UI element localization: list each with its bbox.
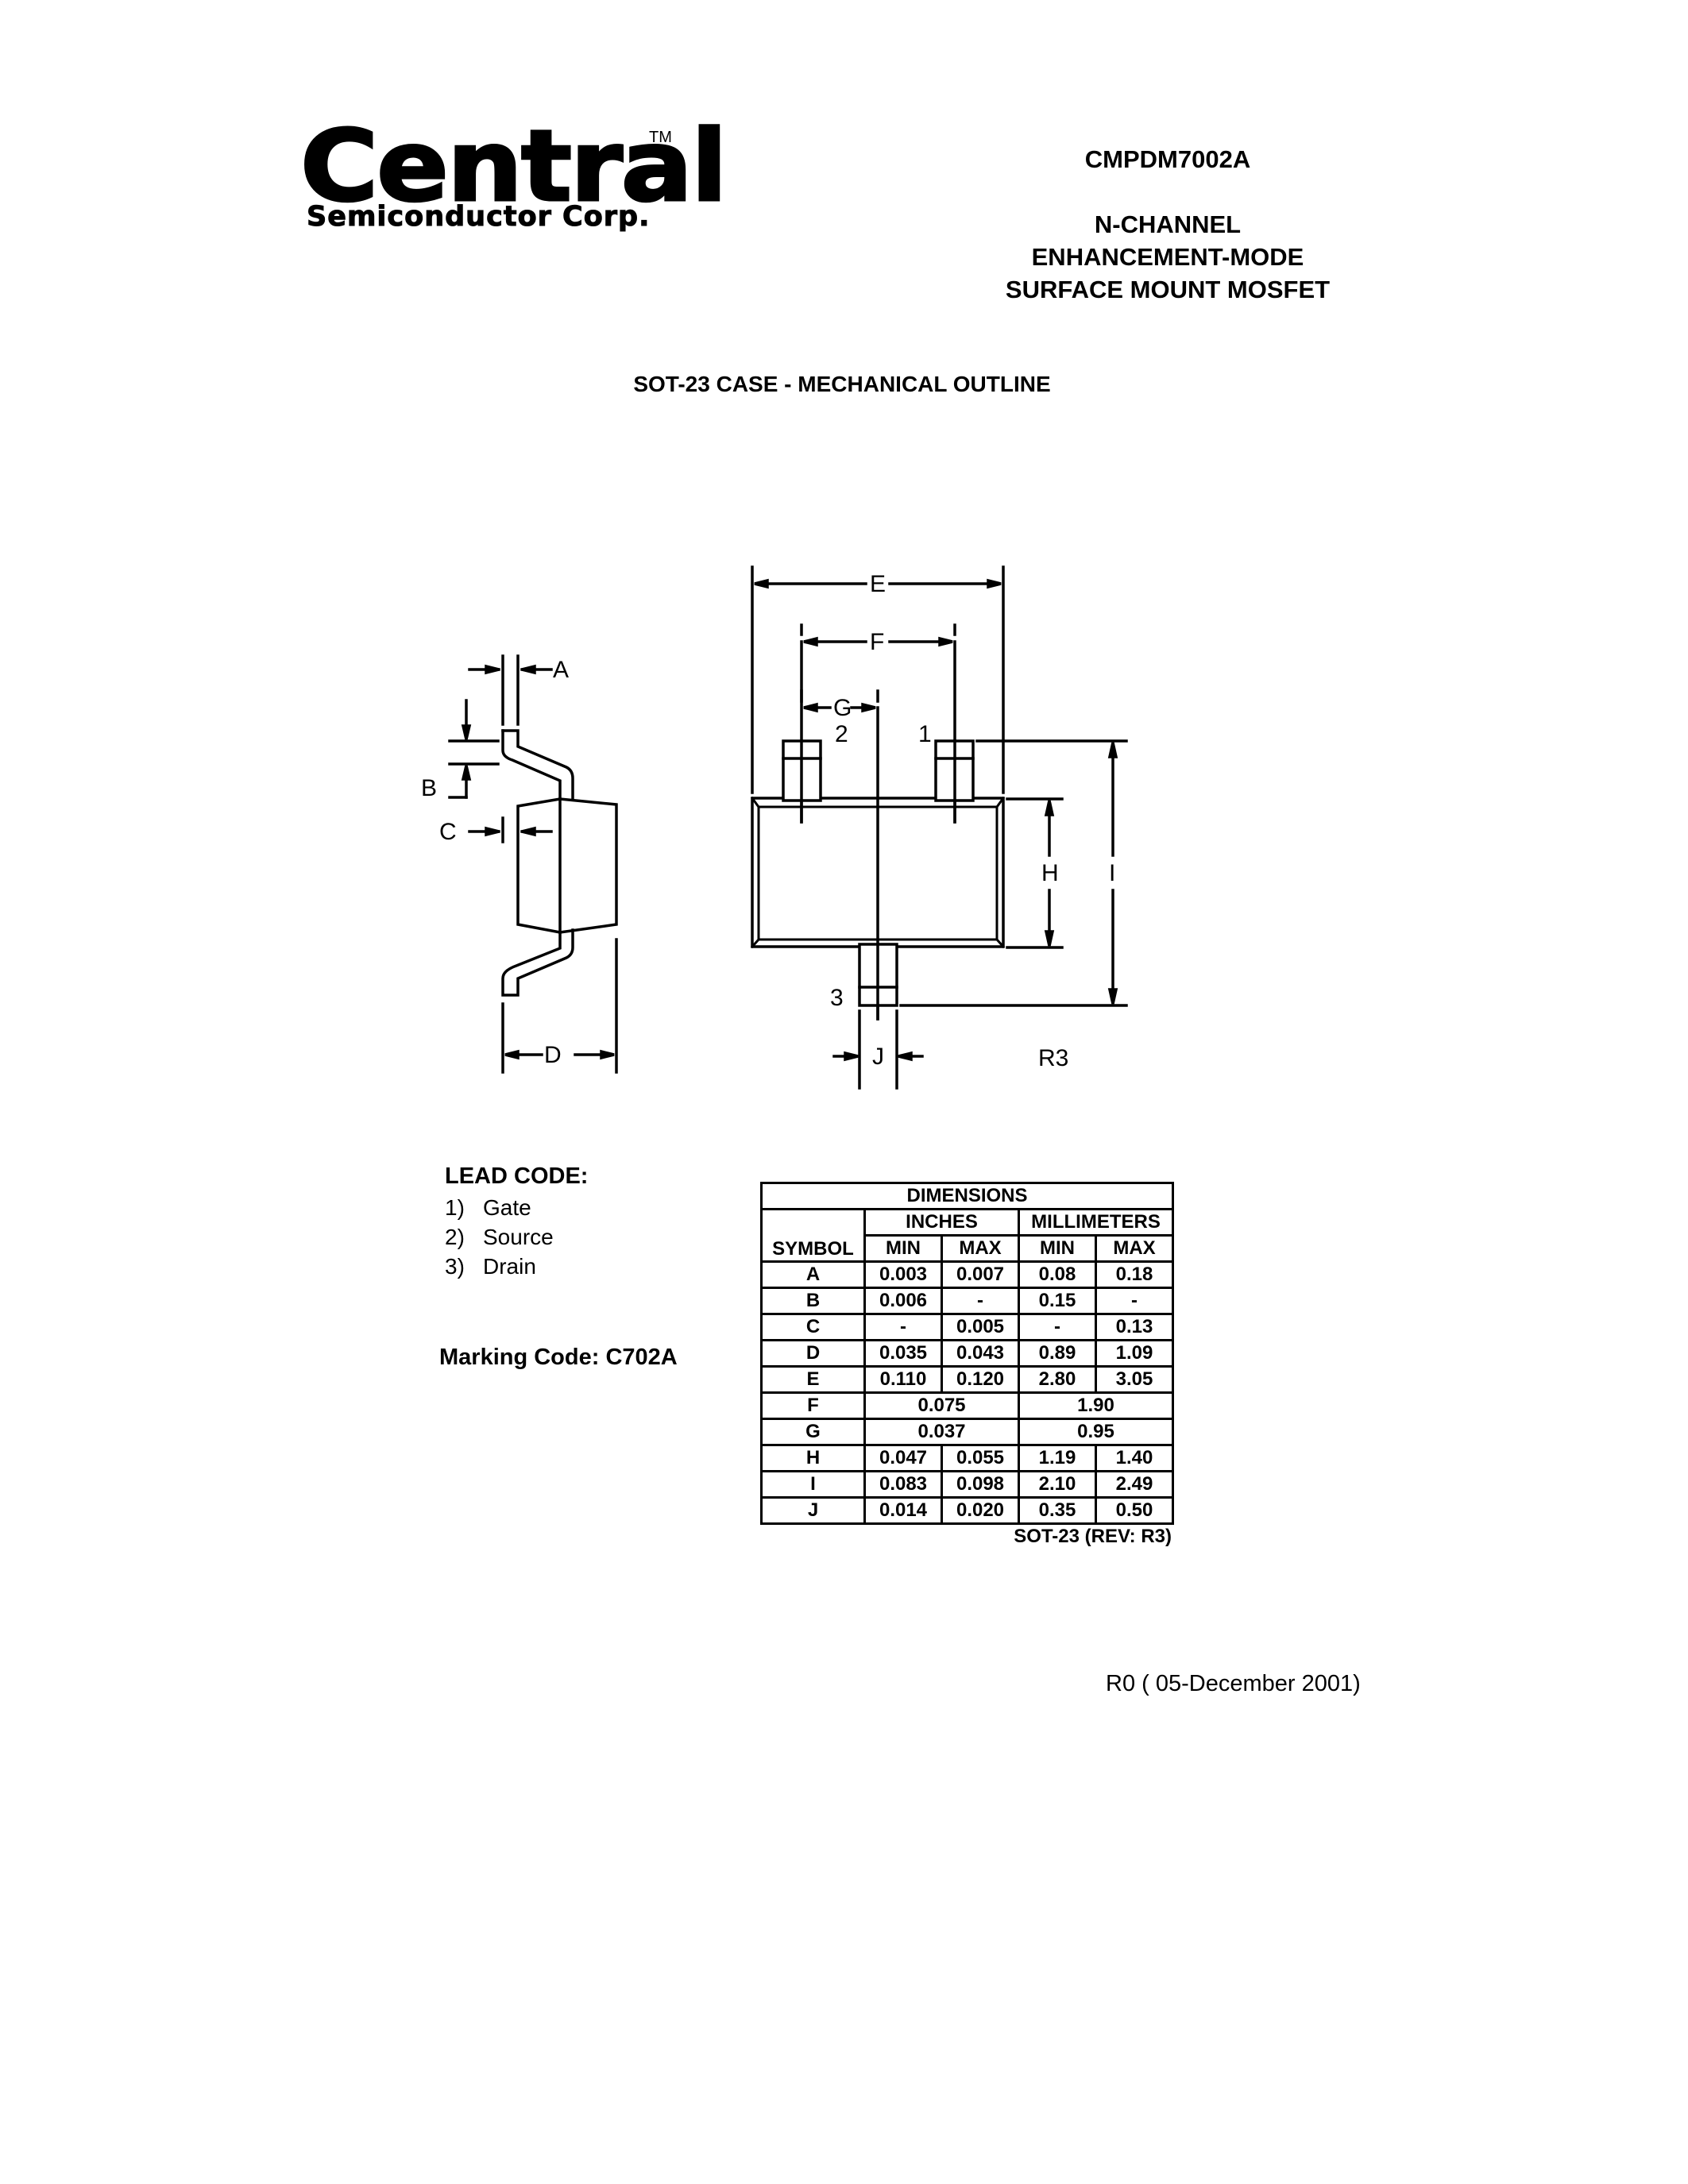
dim-label-h: H: [1041, 860, 1059, 886]
dim-label-f: F: [870, 629, 884, 655]
dimensions-table: DIMENSIONS SYMBOL INCHES MILLIMETERS MIN…: [760, 1182, 1174, 1525]
table-row: C-0.005-0.13: [760, 1313, 1174, 1341]
lead-code-item: 3)Drain: [445, 1254, 536, 1279]
table-title: DIMENSIONS: [760, 1182, 1174, 1210]
dim-label-e: E: [870, 571, 886, 597]
dim-label-j: J: [872, 1044, 884, 1070]
side-view: [448, 654, 618, 1074]
lead-code-item: 1)Gate: [445, 1195, 531, 1220]
description-line: ENHANCEMENT-MODE: [1031, 243, 1304, 271]
dim-label-i: I: [1109, 860, 1115, 886]
sub-header: MAX: [941, 1234, 1020, 1263]
dim-label-b: B: [421, 775, 437, 801]
part-number: CMPDM7002A: [1084, 145, 1251, 173]
top-view: [750, 565, 1128, 1090]
sub-header: MAX: [1095, 1234, 1174, 1263]
description-line: SURFACE MOUNT MOSFET: [1005, 276, 1331, 303]
pin-label-2: 2: [835, 721, 848, 747]
pin-label-1: 1: [918, 721, 932, 747]
table-revision-note: SOT-23 (REV: R3): [1014, 1526, 1172, 1547]
device-description: N-CHANNEL ENHANCEMENT-MODE SURFACE MOUNT…: [953, 208, 1382, 306]
company-subtitle: Semiconductor Corp.: [306, 201, 651, 233]
dim-label-c: C: [439, 819, 457, 845]
pin-label-3: 3: [830, 985, 844, 1011]
dim-label-d: D: [544, 1042, 562, 1068]
lead-code-list: 1)Gate 2)Source 3)Drain: [445, 1193, 554, 1281]
lead-code-item: 2)Source: [445, 1225, 554, 1249]
dim-label-a: A: [553, 657, 569, 683]
millimeters-header: MILLIMETERS: [1018, 1208, 1174, 1237]
dim-label-g: G: [833, 695, 852, 721]
drawing-revision: R3: [1038, 1045, 1068, 1071]
symbol-header: SYMBOL: [760, 1208, 866, 1263]
lead-code-title: LEAD CODE:: [445, 1163, 589, 1189]
description-line: N-CHANNEL: [1094, 210, 1242, 238]
marking-code: Marking Code: C702A: [439, 1345, 678, 1370]
document-revision: R0 ( 05-December 2001): [1106, 1671, 1361, 1696]
section-title: SOT-23 CASE - MECHANICAL OUTLINE: [633, 372, 1051, 396]
inches-header: INCHES: [863, 1208, 1020, 1237]
company-logo: Central: [299, 110, 728, 224]
sub-header: MIN: [1018, 1234, 1097, 1263]
sub-header: MIN: [863, 1234, 943, 1263]
trademark-symbol: TM: [649, 129, 672, 146]
